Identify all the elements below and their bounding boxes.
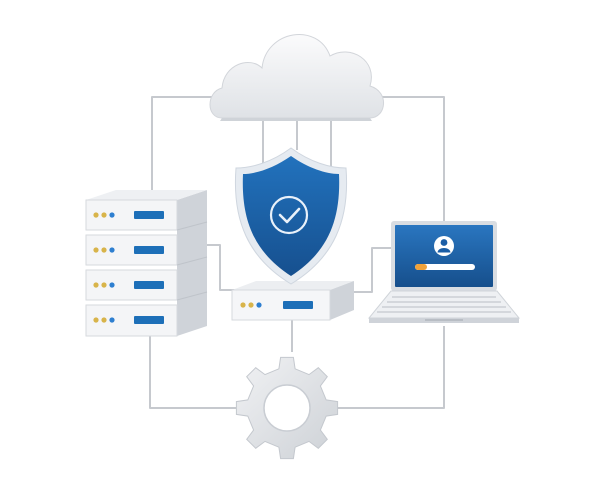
connector-bottom-loop bbox=[149, 336, 238, 409]
login-progress-bar bbox=[415, 264, 475, 270]
cloud-icon bbox=[209, 34, 384, 121]
connector-cloud-laptop bbox=[378, 96, 445, 222]
shield-check-icon bbox=[234, 147, 348, 285]
server-unit-3 bbox=[85, 269, 208, 301]
server-unit-2 bbox=[85, 234, 208, 266]
connector-gear-laptop bbox=[338, 326, 445, 409]
connector-cloud-server bbox=[151, 96, 222, 192]
login-progress-fill bbox=[415, 264, 427, 270]
laptop-icon bbox=[367, 221, 521, 323]
server-unit-4 bbox=[85, 304, 178, 337]
keyboard bbox=[377, 296, 511, 313]
connector-server-switch bbox=[207, 244, 240, 291]
connector-lines bbox=[149, 96, 445, 409]
server-unit-1 bbox=[85, 199, 208, 231]
check-mark-icon bbox=[278, 207, 301, 224]
connector-switch-laptop bbox=[354, 247, 392, 293]
user-avatar-icon bbox=[434, 236, 454, 256]
network-switch-icon bbox=[231, 281, 354, 321]
server-rack-icon bbox=[85, 190, 208, 337]
check-circle bbox=[269, 195, 309, 235]
gear-icon bbox=[235, 356, 339, 460]
